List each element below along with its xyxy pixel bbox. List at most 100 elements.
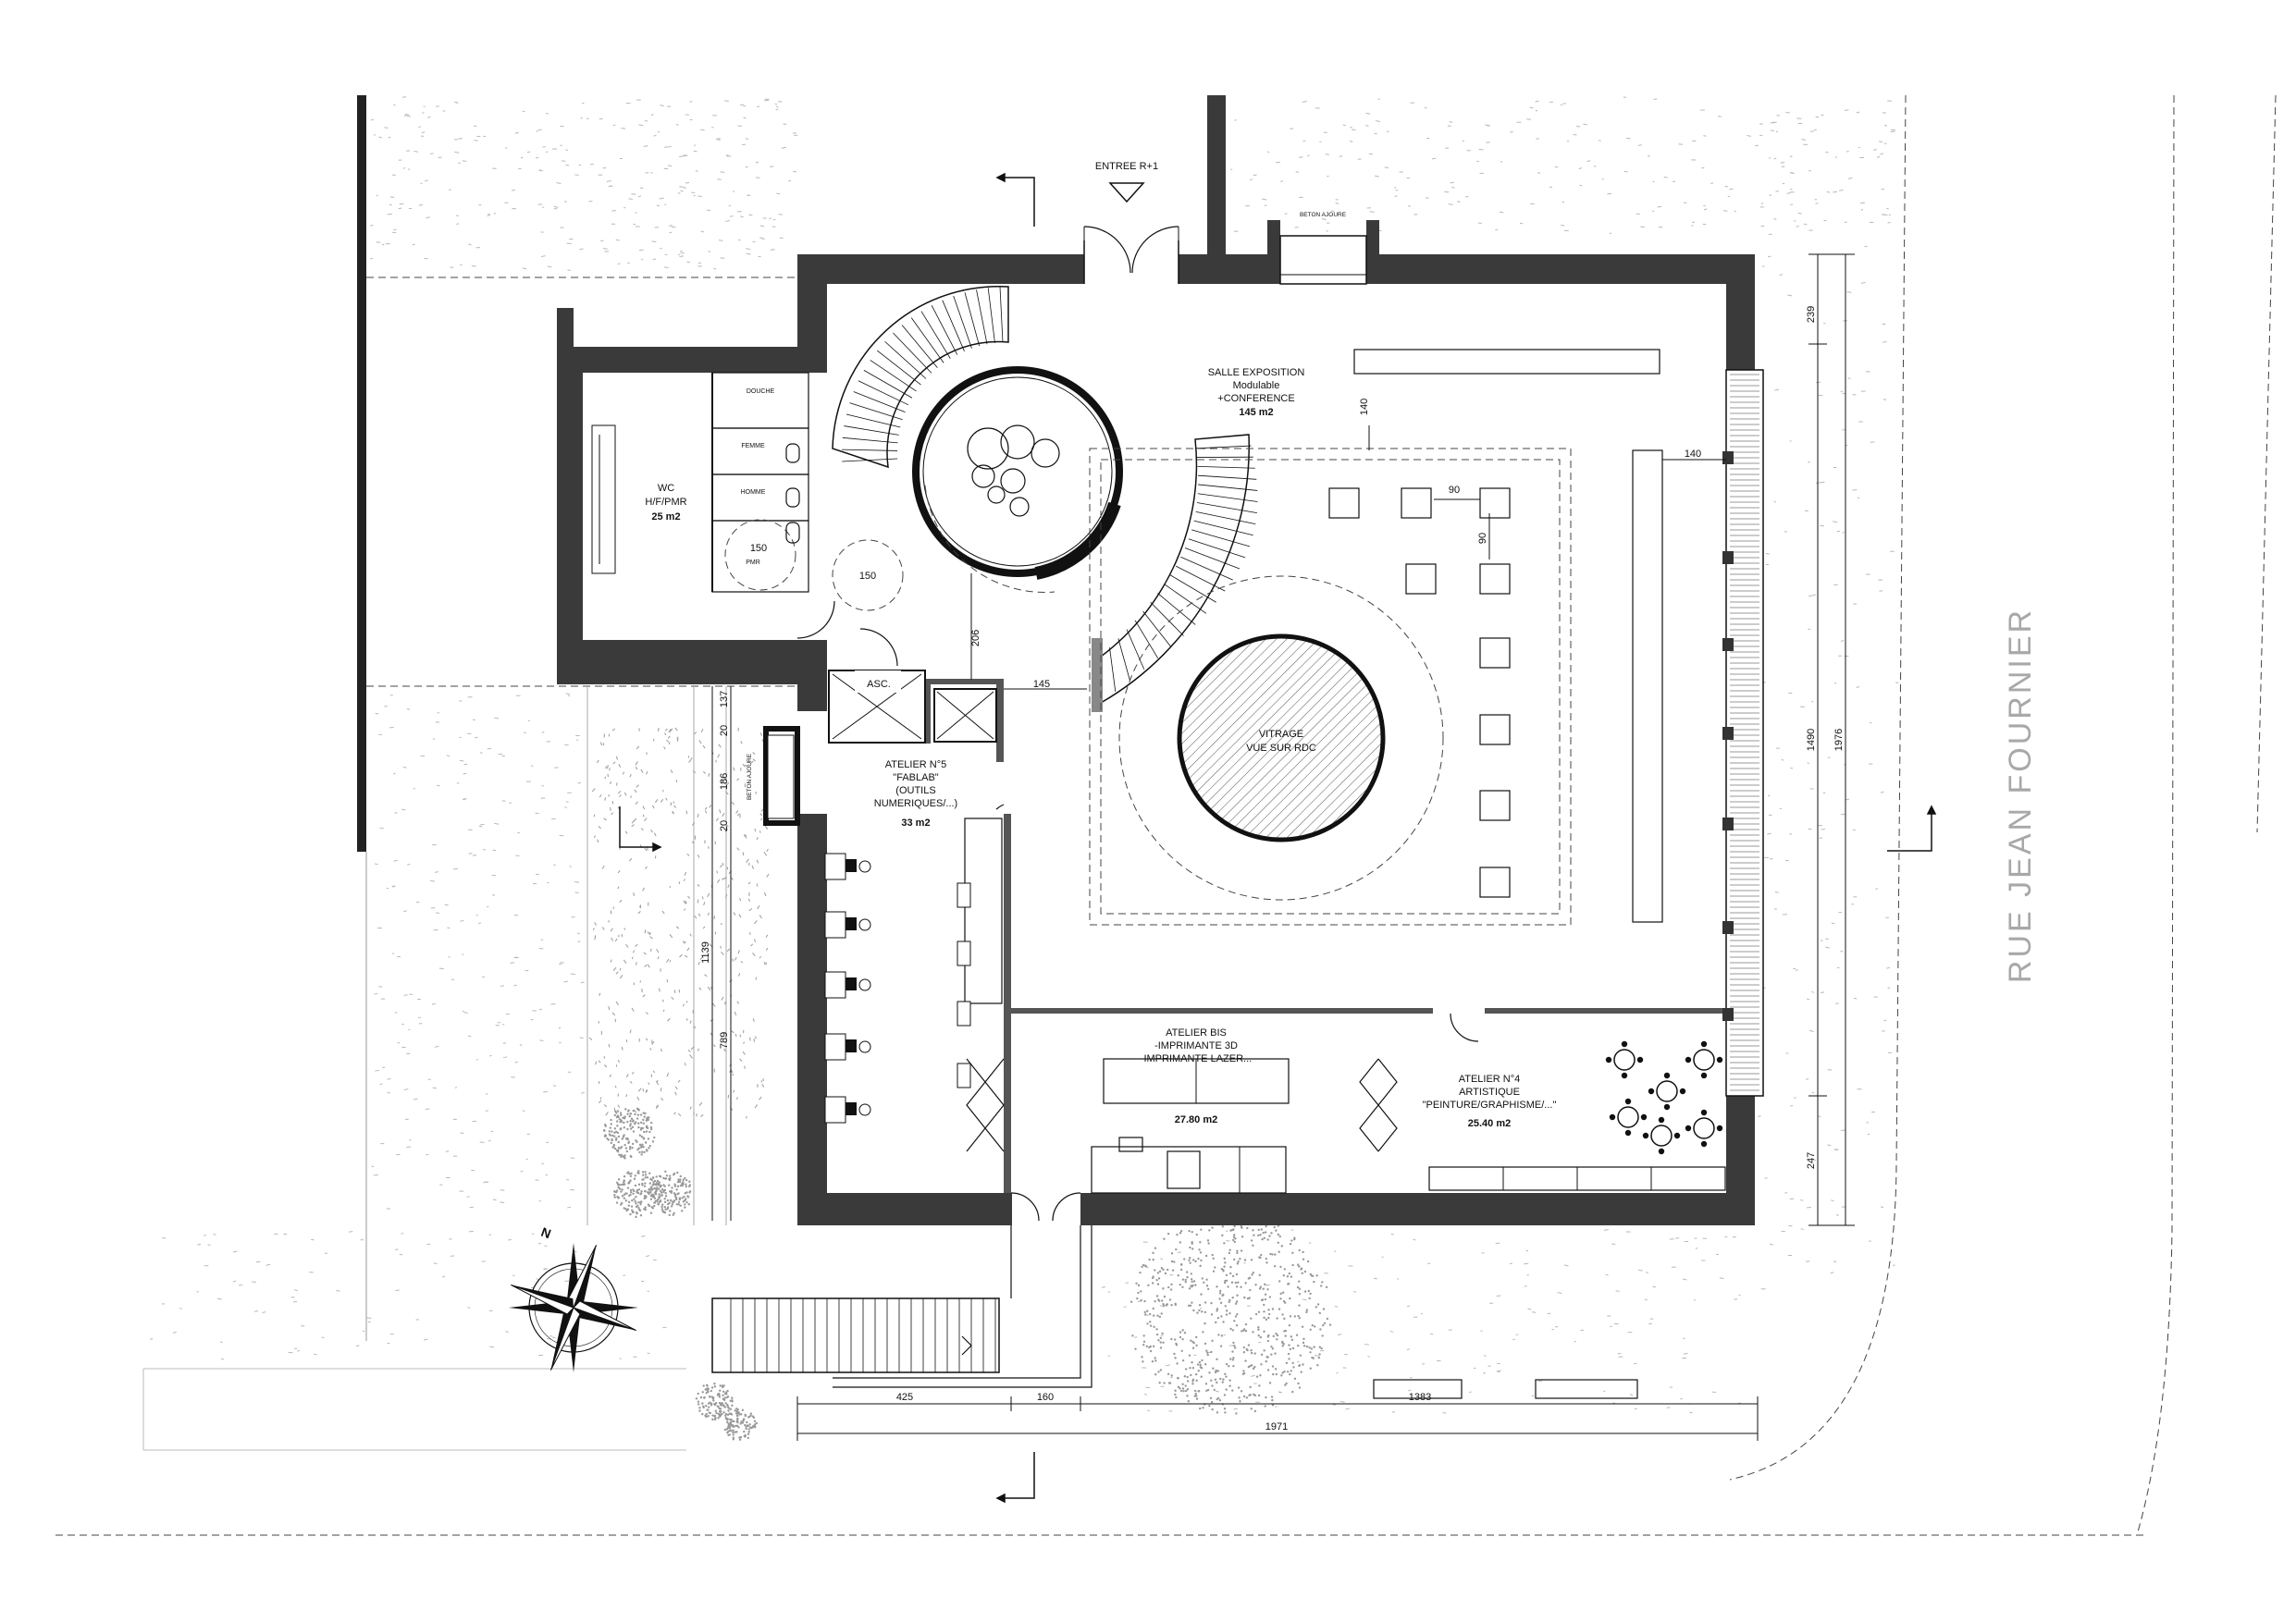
compass-n-label: N <box>539 1224 553 1241</box>
stool <box>1700 1040 1708 1048</box>
dim-1976: 1976 <box>1833 729 1845 751</box>
workstation-monitor <box>846 977 857 990</box>
dim-1383: 1383 <box>1409 1392 1431 1403</box>
stool <box>1621 1072 1628 1079</box>
stool <box>957 941 971 966</box>
stool <box>1648 1088 1655 1095</box>
stool <box>957 882 971 908</box>
stool <box>1700 1109 1708 1116</box>
exterior-stair <box>711 1225 1092 1388</box>
dim-90-v: 90 <box>1477 533 1488 544</box>
stool <box>1685 1125 1692 1132</box>
asc-label: ASC. <box>867 679 891 690</box>
stool <box>1663 1103 1671 1111</box>
dim-425: 425 <box>896 1392 913 1403</box>
salle-sub2: +CONFERENCE <box>1217 393 1294 404</box>
site-boundaries <box>56 94 2277 1536</box>
round-table <box>1693 1117 1715 1139</box>
homme-label: HOMME <box>741 489 766 496</box>
street-label: RUE JEAN FOURNIER <box>2003 608 2038 983</box>
beton-ajoure-top: BETON AJOURE <box>1279 212 1367 285</box>
dimension-lines <box>711 253 1855 1441</box>
dim-239: 239 <box>1806 306 1817 323</box>
workstation-desk <box>824 1033 846 1061</box>
bench-2 <box>1535 1379 1638 1399</box>
bis-title: ATELIER BIS <box>1166 1027 1227 1039</box>
entrance-label: ENTREE R+1 <box>1095 161 1158 172</box>
wc-block: DOUCHE FEMME HOMME PMR 150 WC H/F/PMR 25… <box>591 372 809 593</box>
stool <box>1605 1056 1612 1064</box>
beton-left-label: BETON AJOURE <box>747 753 753 800</box>
curved-stair <box>1092 434 1258 712</box>
workstation-monitor <box>846 859 857 872</box>
atelier-bis-furniture <box>966 1058 1726 1194</box>
fablab-area: 33 m2 <box>901 818 930 829</box>
circular-stair <box>832 285 1123 593</box>
north-arrow-icon: N <box>509 1224 638 1372</box>
door-swings <box>796 600 1479 1222</box>
bench-1 <box>1373 1379 1463 1399</box>
workstation-desk <box>824 1096 846 1124</box>
workstation-chair <box>858 1103 871 1116</box>
workstation-chair <box>858 978 871 991</box>
section-arrows <box>619 172 1937 1504</box>
dim-206: 206 <box>970 630 981 646</box>
fablab-title: ATELIER N°5 <box>885 759 947 770</box>
east-facade-vitrage <box>1722 369 1764 1097</box>
dim-789: 789 <box>719 1032 730 1049</box>
exhibition-grid: VITRAGE VUE SUR RDC <box>1089 349 1726 926</box>
workstation-desk <box>824 971 846 999</box>
stool <box>957 1001 971 1027</box>
workstation-monitor <box>846 917 857 930</box>
stool <box>1640 1113 1648 1121</box>
vitrage-label-1: VITRAGE <box>1259 729 1303 740</box>
stool <box>1716 1056 1723 1064</box>
round-table <box>1617 1106 1639 1128</box>
fablab-workstations <box>824 818 1003 1124</box>
dim-140-top: 140 <box>1359 399 1370 415</box>
stool <box>1624 1129 1632 1137</box>
fablab-sub1: "FABLAB" <box>893 772 938 783</box>
display-plinth <box>1479 563 1511 595</box>
building-walls <box>557 95 1755 1225</box>
display-plinth <box>1328 487 1360 519</box>
workstation-monitor <box>846 1102 857 1115</box>
wc-title: WC <box>658 483 674 494</box>
salle-area: 145 m2 <box>1239 407 1273 418</box>
turning-circle <box>832 539 904 611</box>
pmr-label: PMR <box>746 559 760 566</box>
stool <box>1663 1072 1671 1079</box>
round-table <box>1656 1080 1678 1102</box>
wc-sub: H/F/PMR <box>645 497 686 508</box>
stool <box>957 1063 971 1088</box>
display-plinth <box>1405 563 1437 595</box>
ground-texture <box>149 96 1899 1441</box>
dim-247: 247 <box>1806 1152 1817 1169</box>
stool <box>1679 1088 1686 1095</box>
dim-186: 186 <box>719 773 730 790</box>
dim-150-corridor: 150 <box>859 571 876 582</box>
stool <box>1621 1040 1628 1048</box>
display-plinth <box>1479 867 1511 898</box>
workstation-chair <box>858 860 871 873</box>
beton-ajoure-left: BETON AJOURE <box>747 734 795 819</box>
display-plinth <box>1479 637 1511 669</box>
dim-1971: 1971 <box>1265 1421 1288 1432</box>
dim-1490: 1490 <box>1806 729 1817 751</box>
stool <box>1658 1148 1665 1155</box>
art-sub2: "PEINTURE/GRAPHISME/..." <box>1423 1100 1557 1111</box>
fablab-sub2: (OUTILS <box>895 785 935 796</box>
salle-sub1: Modulable <box>1233 380 1280 391</box>
stool <box>1700 1140 1708 1148</box>
stool <box>1609 1113 1616 1121</box>
entrance-door[interactable] <box>1083 226 1179 284</box>
fablab-sub3: NUMERIQUES/...) <box>874 798 957 809</box>
beton-top-label: BETON AJOURE <box>1300 212 1347 218</box>
stool <box>1673 1132 1681 1139</box>
round-table <box>1613 1049 1636 1071</box>
douche-label: DOUCHE <box>747 388 775 395</box>
dim-160: 160 <box>1037 1392 1054 1403</box>
workstation-chair <box>858 1040 871 1053</box>
art-area: 25.40 m2 <box>1468 1118 1511 1129</box>
